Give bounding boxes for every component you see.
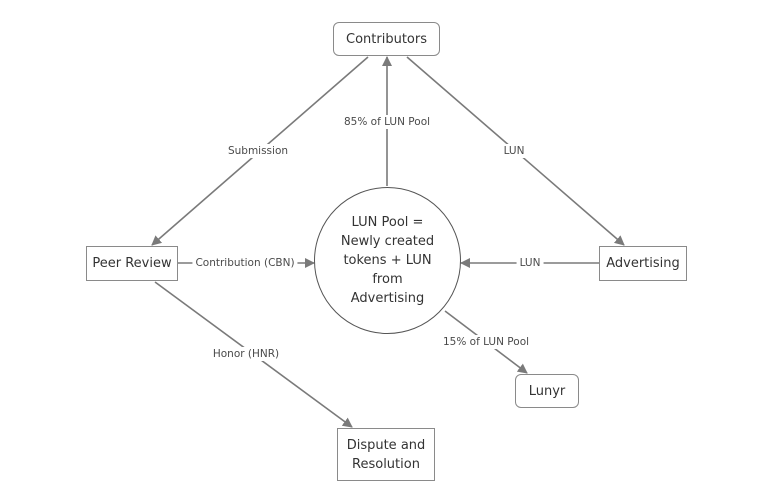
edge-label-submission: Submission — [224, 144, 292, 158]
edge-label-lun-to-pool: LUN — [516, 256, 544, 270]
edge-label-honor: Honor (HNR) — [209, 347, 283, 361]
peer-review-node: Peer Review — [86, 246, 178, 281]
edge-label-pool-15: 15% of LUN Pool — [439, 335, 533, 349]
contributors-node: Contributors — [333, 22, 440, 56]
lunyr-node: Lunyr — [515, 374, 579, 408]
edge-label-lun-to-advertising: LUN — [500, 144, 528, 158]
edge-label-pool-85: 85% of LUN Pool — [340, 115, 434, 129]
lun-pool-node: LUN Pool = Newly created tokens + LUN fr… — [314, 187, 461, 334]
advertising-node: Advertising — [599, 246, 687, 281]
edge-label-contribution: Contribution (CBN) — [192, 256, 298, 270]
dispute-resolution-node: Dispute and Resolution — [337, 428, 435, 481]
